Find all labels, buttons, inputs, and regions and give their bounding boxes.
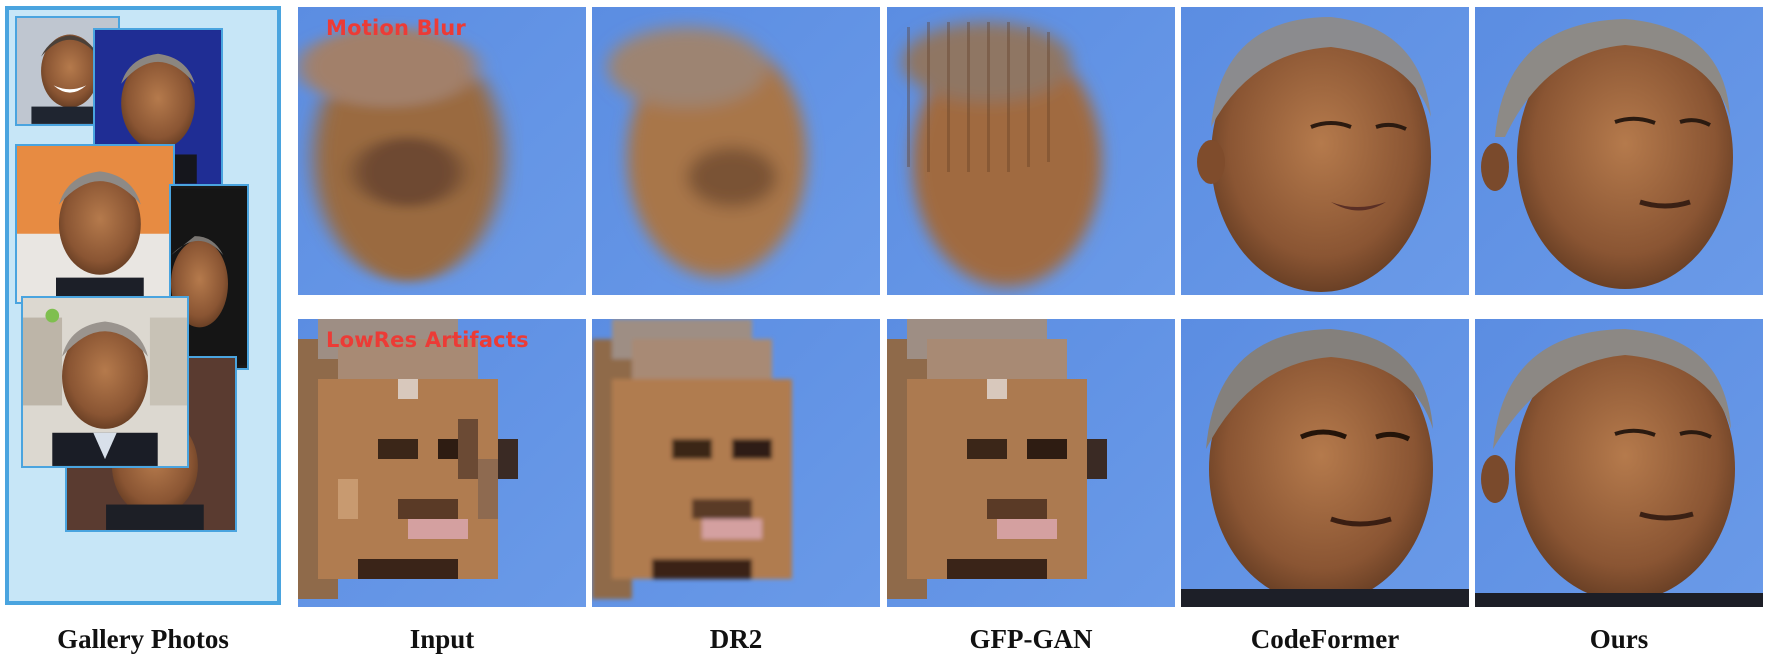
tile-lowres-ours	[1475, 319, 1763, 607]
caption-input: Input	[409, 624, 475, 654]
caption-gallery-photos: Gallery Photos	[57, 624, 229, 654]
row-label-lowres-artifacts: LowRes Artifacts	[326, 328, 529, 352]
caption-codeformer: CodeFormer	[1250, 624, 1400, 654]
tile-motion-blur-gfpgan	[887, 7, 1175, 295]
row-label-motion-blur: Motion Blur	[326, 16, 466, 40]
tile-lowres-input: LowRes Artifacts	[298, 319, 586, 607]
gallery-panel	[5, 6, 281, 605]
gallery-photo-6	[21, 296, 189, 468]
caption-dr2: DR2	[709, 624, 763, 654]
caption-gfp-gan: GFP-GAN	[969, 624, 1093, 654]
tile-lowres-dr2	[592, 319, 880, 607]
tile-motion-blur-input: Motion Blur	[298, 7, 586, 295]
tile-motion-blur-codeformer	[1181, 7, 1469, 295]
tile-motion-blur-ours	[1475, 7, 1763, 295]
gallery-photo-3	[15, 144, 175, 304]
gallery-photo-4	[169, 184, 249, 370]
tile-lowres-codeformer	[1181, 319, 1469, 607]
tile-motion-blur-dr2	[592, 7, 880, 295]
tile-lowres-gfpgan	[887, 319, 1175, 607]
caption-ours: Ours	[1589, 624, 1649, 654]
